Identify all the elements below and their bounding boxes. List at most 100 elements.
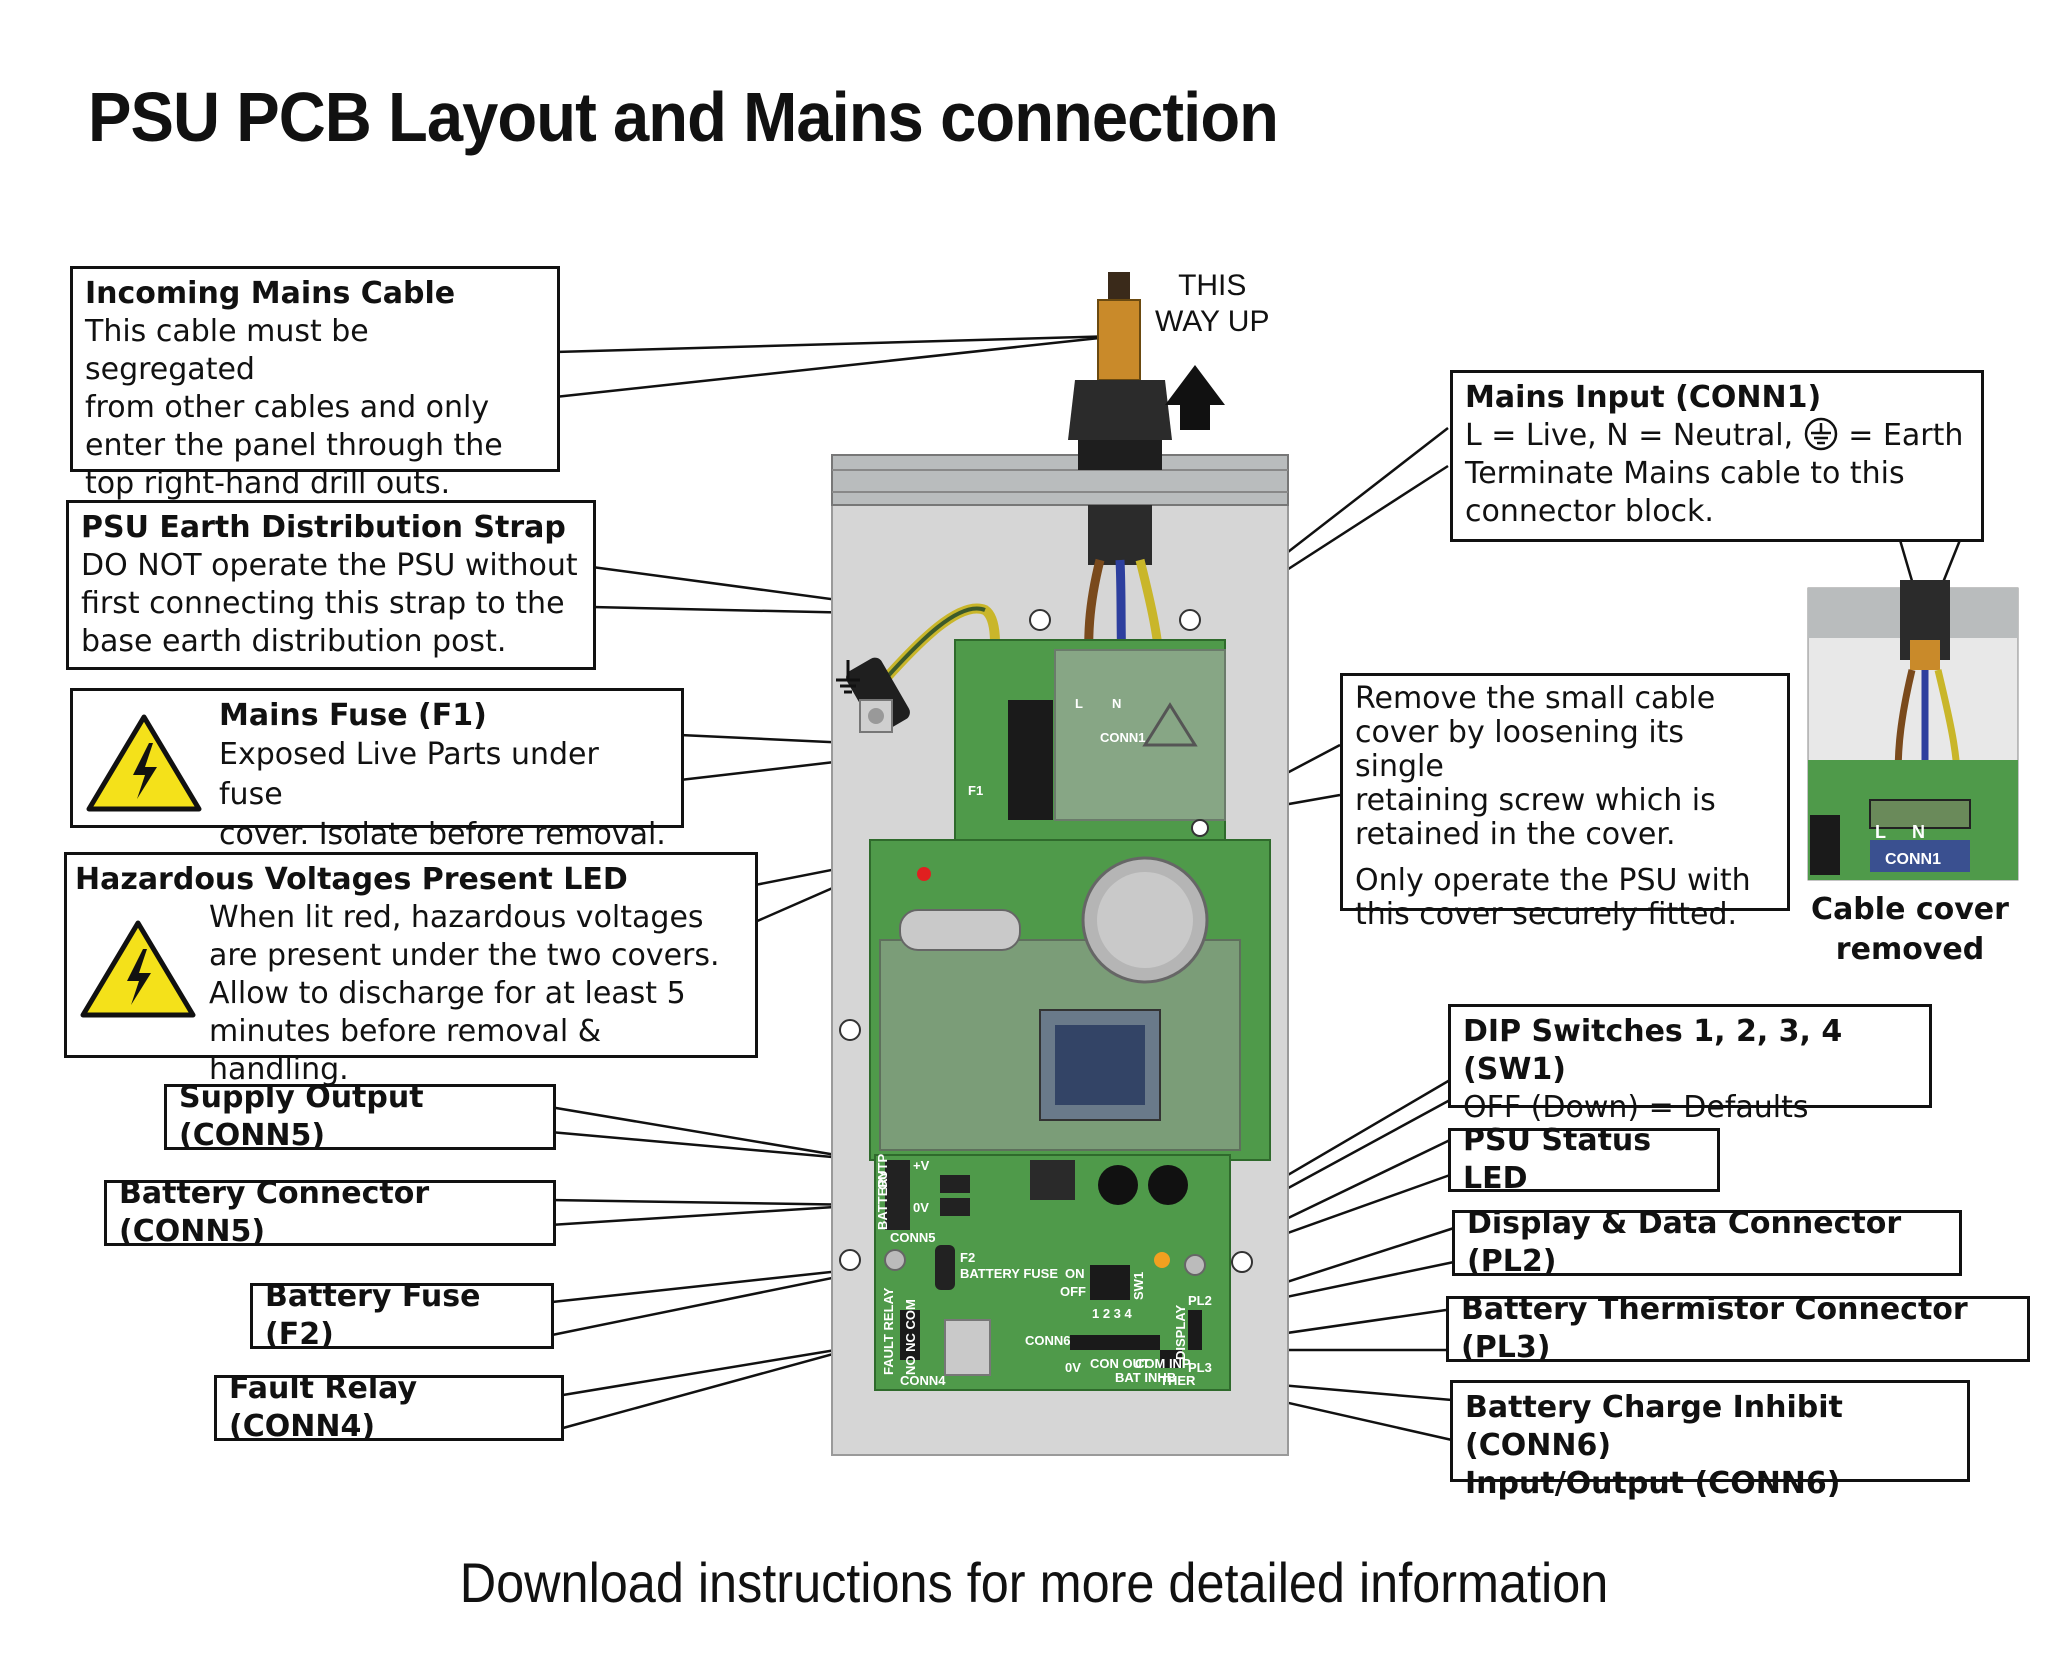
callout-line: When lit red, hazardous voltages bbox=[209, 900, 704, 935]
pcb-label-conn5: CONN5 bbox=[890, 1230, 936, 1245]
pcb-label-on: ON bbox=[1065, 1266, 1085, 1281]
fuse-f2 bbox=[935, 1245, 955, 1290]
pcb-label-bat-inhb: BAT INHB bbox=[1115, 1370, 1176, 1385]
callout-line: connector block. bbox=[1465, 494, 1714, 529]
callout-charge-inhibit: Battery Charge Inhibit (CONN6) Input/Out… bbox=[1450, 1380, 1970, 1501]
pcb-label-plus-v: +V bbox=[913, 1158, 930, 1173]
page-title: PSU PCB Layout and Mains connection bbox=[88, 78, 1279, 156]
callout-heading: Incoming Mains Cable bbox=[85, 276, 456, 311]
screw-icon bbox=[839, 609, 1253, 1273]
up-label-line-2: WAY UP bbox=[1155, 305, 1270, 338]
callout-display-connector: Display & Data Connector (PL2) bbox=[1452, 1206, 1962, 1279]
pcb-label-battery: BATTERY bbox=[875, 1170, 890, 1230]
pcb-label-zero-v: 0V bbox=[913, 1200, 929, 1215]
footer-note: Download instructions for more detailed … bbox=[459, 1551, 1609, 1614]
callout-line: retained in the cover. bbox=[1355, 817, 1676, 852]
callout-line: top right-hand drill outs. bbox=[85, 466, 451, 501]
callout-line: are present under the two covers. bbox=[209, 938, 720, 973]
callout-mains-fuse: Mains Fuse (F1) Exposed Live Parts under… bbox=[70, 688, 684, 852]
pcb-label-pl2: PL2 bbox=[1188, 1293, 1212, 1308]
callout-fault-relay: Fault Relay (CONN4) bbox=[214, 1371, 564, 1444]
callout-battery-connector: Battery Connector (CONN5) bbox=[104, 1176, 556, 1249]
callout-line: Only operate the PSU with bbox=[1355, 863, 1751, 898]
callout-heading: Hazardous Voltages Present LED bbox=[75, 862, 628, 897]
hazard-led bbox=[917, 867, 931, 881]
callout-mains-input: Mains Input (CONN1) L = Live, N = Neutra… bbox=[1450, 370, 1984, 542]
callout-line: This cable must be segregated bbox=[85, 314, 369, 387]
mains-input-line1-b: = Earth bbox=[1848, 418, 1964, 453]
pcb-label-battery-fuse: BATTERY FUSE bbox=[960, 1266, 1058, 1281]
earth-symbol-icon bbox=[836, 660, 860, 694]
pcb-label-com-inp: COM INP bbox=[1135, 1356, 1191, 1371]
inset-caption: Cable cover removed bbox=[1790, 890, 2030, 970]
earth-strap-lug bbox=[846, 657, 910, 733]
callout-line: OFF (Down) = Defaults bbox=[1463, 1090, 1809, 1125]
pcb-label-ther: THER bbox=[1160, 1373, 1196, 1388]
earth-symbol-icon bbox=[1804, 417, 1837, 451]
status-led bbox=[1154, 1252, 1170, 1268]
pcb-label-fault-relay: FAULT RELAY bbox=[881, 1287, 896, 1375]
pcb-label-con-out: CON OUT bbox=[1090, 1356, 1150, 1371]
callout-thermistor-connector: Battery Thermistor Connector (PL3) bbox=[1446, 1292, 2030, 1365]
pcb-label-sw1: SW1 bbox=[1131, 1272, 1146, 1300]
mains-cover bbox=[1054, 649, 1226, 821]
callout-line: cover by loosening its single bbox=[1355, 715, 1685, 784]
callout-cable-cover: Remove the small cable cover by loosenin… bbox=[1340, 673, 1790, 932]
pcb-label-n: N bbox=[1112, 696, 1121, 711]
fuse-f1 bbox=[1008, 700, 1053, 820]
pcb-label-conn1: CONN1 bbox=[1100, 730, 1146, 745]
callout-line: enter the panel through the bbox=[85, 428, 503, 463]
pcb-label-off: OFF bbox=[1060, 1284, 1086, 1299]
this-way-up-label: THIS WAY UP bbox=[1155, 268, 1269, 340]
callout-line: Remove the small cable bbox=[1355, 681, 1716, 716]
callout-line: this cover securely fitted. bbox=[1355, 897, 1738, 932]
pcb-label-display: DISPLAY bbox=[1173, 1305, 1188, 1360]
warning-triangle-icon bbox=[80, 920, 196, 1018]
callout-line: Terminate Mains cable to this bbox=[1465, 456, 1905, 491]
pcb-label-conn6: CONN6 bbox=[1025, 1333, 1071, 1348]
callout-line: Battery Charge Inhibit (CONN6) bbox=[1465, 1390, 1843, 1463]
callout-battery-fuse: Battery Fuse (F2) bbox=[250, 1279, 554, 1352]
warning-triangle-icon bbox=[86, 714, 202, 812]
pcb-label-f1: F1 bbox=[968, 783, 983, 798]
callout-dip-switches: DIP Switches 1, 2, 3, 4 (SW1) OFF (Down)… bbox=[1448, 1004, 1932, 1125]
callout-line: Exposed Live Parts under fuse bbox=[219, 737, 599, 812]
pcb-label-l: L bbox=[1075, 696, 1083, 711]
callout-line: first connecting this strap to the bbox=[81, 586, 565, 621]
top-rail bbox=[831, 454, 1289, 506]
conn4-connector bbox=[900, 1310, 920, 1360]
cable-sheath bbox=[1097, 299, 1141, 381]
callout-line: minutes before removal & handling. bbox=[209, 1014, 602, 1087]
cable-gland bbox=[1068, 380, 1172, 440]
callout-line: retaining screw which is bbox=[1355, 783, 1716, 818]
up-arrow-icon bbox=[1165, 365, 1225, 430]
pl2-connector bbox=[1188, 1310, 1202, 1350]
inset-caption-line-1: Cable cover bbox=[1811, 892, 2009, 927]
pcb-label-conn4: CONN4 bbox=[900, 1373, 946, 1388]
pcb-label-f2: F2 bbox=[960, 1250, 975, 1265]
callout-heading: PSU Earth Distribution Strap bbox=[81, 510, 566, 545]
callout-line: L = Live, N = Neutral, = Earth bbox=[1465, 417, 1969, 455]
callout-line: cover. Isolate before removal. bbox=[219, 817, 666, 852]
callout-line: Input/Output (CONN6) bbox=[1465, 1466, 1841, 1501]
callout-earth-strap: PSU Earth Distribution Strap DO NOT oper… bbox=[66, 500, 596, 670]
callout-status-led: PSU Status LED bbox=[1448, 1123, 1720, 1196]
callout-hazard-led: Hazardous Voltages Present LED When lit … bbox=[64, 852, 758, 1087]
callout-line: from other cables and only bbox=[85, 390, 490, 425]
sw1-block bbox=[1090, 1265, 1130, 1300]
pl3-connector bbox=[1160, 1350, 1182, 1368]
callout-supply-output: Supply Output (CONN5) bbox=[164, 1080, 556, 1153]
callout-line: DO NOT operate the PSU without bbox=[81, 548, 578, 583]
pcb-label-pl3: PL3 bbox=[1188, 1360, 1212, 1375]
inset-label-l: L bbox=[1875, 822, 1886, 842]
callout-line: Allow to discharge for at least 5 bbox=[209, 976, 686, 1011]
callout-heading: Mains Fuse (F1) bbox=[219, 698, 487, 733]
callout-incoming-mains: Incoming Mains Cable This cable must be … bbox=[70, 266, 560, 501]
mains-input-line1-a: L = Live, N = Neutral, bbox=[1465, 418, 1794, 453]
conn5-block bbox=[885, 1160, 910, 1230]
up-label-line-1: THIS bbox=[1178, 269, 1247, 302]
inset-label-conn1: CONN1 bbox=[1885, 851, 1941, 868]
inset-label-n: N bbox=[1912, 822, 1925, 842]
pcb-label-bottom-0v: 0V bbox=[1065, 1360, 1081, 1375]
